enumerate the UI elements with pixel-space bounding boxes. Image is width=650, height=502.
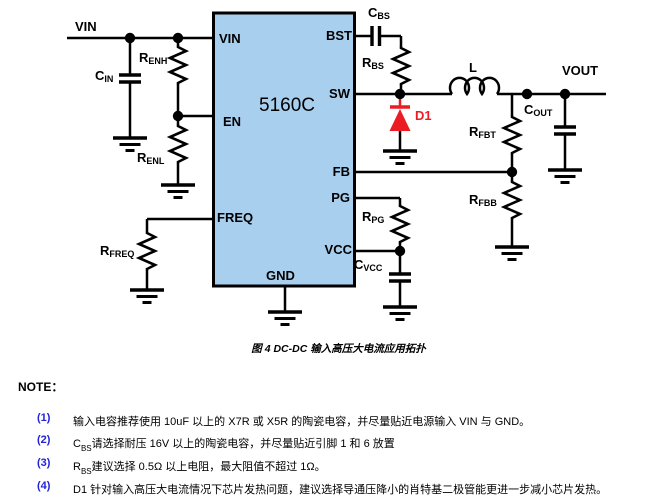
- notes-title: NOTE：: [18, 380, 64, 394]
- wires: [67, 34, 606, 312]
- note-text: 输入电容推荐使用 10uF 以上的 X7R 或 X5R 的陶瓷电容，并尽量贴近电…: [73, 416, 531, 428]
- note-number: (2): [37, 434, 51, 446]
- resistor-rpg-symbol: [390, 202, 410, 246]
- inductor-symbol: [448, 76, 501, 97]
- capacitor-cvcc-symbol: [387, 272, 413, 283]
- pin-label-fb: FB: [332, 164, 350, 179]
- net-label-vin: VIN: [75, 19, 97, 34]
- ground-symbol: [546, 168, 584, 185]
- ground-symbol: [128, 288, 166, 305]
- capacitor-cout-symbol: [552, 125, 578, 136]
- pin-label-vin: VIN: [219, 31, 241, 46]
- chip-body: [212, 11, 356, 288]
- rfbb-label: RFBB: [469, 192, 497, 208]
- net-label-vout: VOUT: [562, 63, 599, 78]
- renl-label: RENL: [137, 150, 165, 166]
- junction-dots: [124, 32, 571, 257]
- ground-symbol: [493, 245, 531, 262]
- resistor-rfbb-symbol: [502, 178, 522, 222]
- resistor-rfbt-symbol: [502, 113, 522, 157]
- ground-symbol: [159, 183, 197, 200]
- capacitor-cbs-symbol: [370, 26, 382, 46]
- ground-symbol: [111, 136, 149, 153]
- cin-label: CIN: [95, 68, 114, 84]
- inductor-label: L: [469, 60, 477, 75]
- note-number: (3): [37, 457, 51, 469]
- note-text: D1 针对输入高压大电流情况下芯片发热问题，建议选择导通压降小的肖特基二极管能更…: [73, 484, 608, 496]
- pin-label-gnd: GND: [266, 268, 295, 283]
- pin-label-pg: PG: [331, 190, 350, 205]
- pin-label-bst: BST: [326, 28, 352, 43]
- pin-label-freq: FREQ: [217, 210, 254, 225]
- rfreq-label: RFREQ: [100, 243, 135, 259]
- note-number: (1): [37, 412, 51, 424]
- note-number: (4): [37, 480, 51, 492]
- rfbt-label: RFBT: [469, 124, 496, 140]
- cbs-label: CBS: [368, 5, 390, 21]
- ground-symbol: [266, 310, 304, 327]
- resistor-renh-symbol: [168, 43, 188, 87]
- schematic: [67, 11, 606, 327]
- note-text: CBS请选择耐压 16V 以上的陶瓷电容，并尽量贴近引脚 1 和 6 放置: [73, 438, 395, 454]
- chip-name: 5160C: [259, 95, 315, 116]
- pin-label-vcc: VCC: [324, 242, 352, 257]
- resistor-rfreq-symbol: [137, 229, 157, 273]
- rpg-label: RPG: [362, 209, 385, 225]
- ground-symbol: [381, 305, 419, 322]
- diode-d1-symbol: [389, 94, 411, 131]
- pin-label-sw: SW: [329, 86, 350, 101]
- renh-label: RENH: [139, 50, 168, 66]
- pin-label-en: EN: [223, 114, 242, 129]
- resistor-rbs-symbol: [391, 44, 411, 88]
- cout-label: COUT: [524, 102, 553, 118]
- resistor-renl-symbol: [168, 122, 188, 166]
- d1-label: D1: [415, 108, 432, 123]
- note-text: RBS建议选择 0.5Ω 以上电阻，最大阻值不超过 1Ω。: [73, 461, 326, 477]
- ground-symbol: [381, 149, 419, 166]
- rbs-label: RBS: [362, 55, 384, 71]
- figure-caption: 图 4 DC-DC 输入高压大电流应用拓扑: [251, 343, 426, 355]
- capacitor-cin-symbol: [117, 73, 143, 84]
- cvcc-label: CVCC: [354, 257, 383, 273]
